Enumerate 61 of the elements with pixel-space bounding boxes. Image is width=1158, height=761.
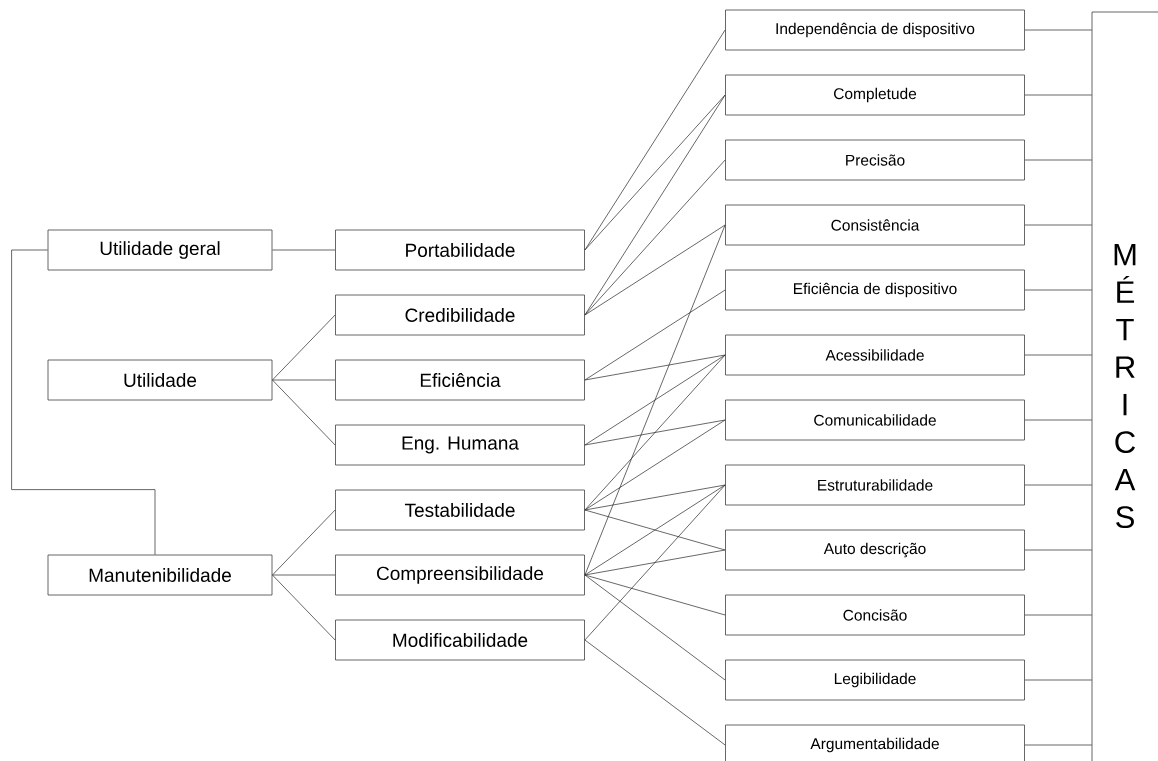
connector-line xyxy=(584,354,726,511)
metric-box: Concisão xyxy=(725,594,1025,636)
connector-line xyxy=(584,419,726,446)
connector-line xyxy=(584,639,726,746)
connector-line xyxy=(1024,614,1093,616)
connector-line xyxy=(272,509,336,576)
metric-box: Eficiência de dispositivo xyxy=(725,269,1025,311)
subcharacteristic-box: Compreensibilidade xyxy=(335,554,585,596)
connector-line xyxy=(1024,159,1093,161)
characteristic-box: Utilidade geral xyxy=(47,229,273,271)
connector-line xyxy=(584,354,726,446)
connector-line xyxy=(584,484,726,641)
connector-line xyxy=(584,159,726,316)
metric-box: Legibilidade xyxy=(725,659,1025,701)
connector-line xyxy=(272,249,336,251)
connector-line xyxy=(272,379,336,381)
connector-line xyxy=(584,484,726,576)
metric-box: Argumentabilidade xyxy=(725,724,1025,761)
connector-line xyxy=(584,484,726,511)
connector-line xyxy=(1024,744,1093,746)
metric-box: Auto descrição xyxy=(725,529,1025,571)
metrics-bracket: MÉTRICAS xyxy=(1091,11,1158,761)
subcharacteristic-box: Testabilidade xyxy=(335,489,585,531)
metric-box: Precisão xyxy=(725,139,1025,181)
connector-line xyxy=(584,224,726,316)
connector-line xyxy=(1024,679,1093,681)
connector-line xyxy=(584,94,726,251)
connector-line xyxy=(1024,354,1093,356)
connector-line xyxy=(272,379,336,446)
metric-box: Independência de dispositivo xyxy=(725,9,1025,51)
connector-line xyxy=(11,249,156,555)
connector-line xyxy=(584,354,726,381)
characteristic-box: Utilidade xyxy=(47,359,273,401)
connector-line xyxy=(1024,419,1093,421)
connector-line xyxy=(584,574,726,681)
connector-line xyxy=(1024,549,1093,551)
connector-line xyxy=(584,224,726,576)
connector-line xyxy=(584,549,726,576)
connector-line xyxy=(584,574,726,616)
connector-line xyxy=(1024,224,1093,226)
connector-line xyxy=(1024,94,1093,96)
subcharacteristic-box: Modificabilidade xyxy=(335,619,585,661)
connector-line xyxy=(1024,29,1093,31)
metric-box: Comunicabilidade xyxy=(725,399,1025,441)
subcharacteristic-box: Credibilidade xyxy=(335,294,585,336)
connector-line xyxy=(272,574,336,641)
connector-line xyxy=(584,509,726,551)
connector-line xyxy=(584,419,726,511)
subcharacteristic-box: Portabilidade xyxy=(335,229,585,271)
connector-line xyxy=(1024,484,1093,486)
subcharacteristic-box: Eng. Humana xyxy=(335,424,585,466)
connector-line xyxy=(584,289,726,381)
metric-box: Completude xyxy=(725,74,1025,116)
metric-box: Acessibilidade xyxy=(725,334,1025,376)
metric-box: Consistência xyxy=(725,204,1025,246)
connector-line xyxy=(1024,289,1093,291)
characteristic-box: Manutenibilidade xyxy=(47,554,273,596)
metric-box: Estruturabilidade xyxy=(725,464,1025,506)
connector-line xyxy=(272,314,336,381)
connector-line xyxy=(272,574,336,576)
subcharacteristic-box: Eficiência xyxy=(335,359,585,401)
